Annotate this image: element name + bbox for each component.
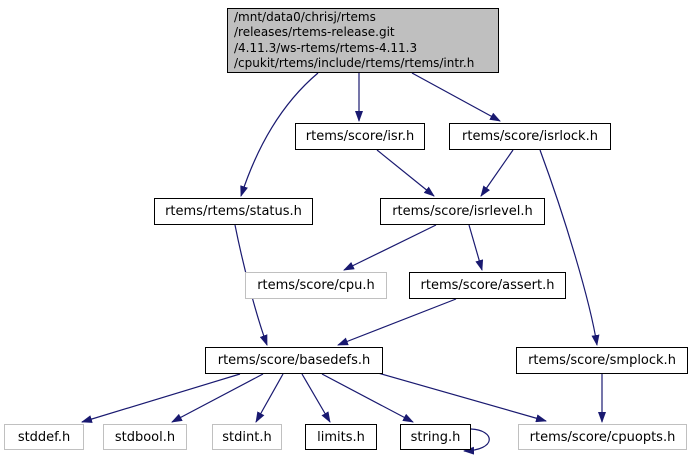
node-cpuopts-h: rtems/score/cpuopts.h (518, 424, 687, 450)
edge-string-self-loop (463, 428, 490, 455)
edge-assert-to-basedefs (337, 298, 457, 346)
edge-basedefs-to-stddef (81, 373, 241, 423)
node-smplock-h[interactable]: rtems/score/smplock.h (516, 347, 688, 374)
edge-intr-to-status (240, 72, 319, 197)
edge-isrlock-to-isrlevel (480, 149, 514, 197)
edge-basedefs-to-string (321, 373, 414, 423)
node-intr-h-root: /mnt/data0/chrisj/rtems /releases/rtems-… (227, 8, 499, 73)
edge-isrlevel-to-cpu (343, 224, 437, 271)
edge-basedefs-to-limits (301, 373, 331, 423)
edge-basedefs-to-stdint (255, 373, 284, 423)
node-stddef-h: stddef.h (4, 424, 84, 450)
node-status-h[interactable]: rtems/rtems/status.h (154, 198, 313, 225)
node-cpu-h: rtems/score/cpu.h (245, 272, 387, 299)
node-isr-h[interactable]: rtems/score/isr.h (295, 123, 425, 150)
node-stdbool-h: stdbool.h (103, 424, 187, 450)
edge-basedefs-to-cpuopts (377, 372, 547, 423)
node-basedefs-h[interactable]: rtems/score/basedefs.h (205, 347, 383, 374)
node-isrlevel-h[interactable]: rtems/score/isrlevel.h (380, 198, 545, 225)
edge-isrlock-to-smplock (539, 149, 600, 346)
node-string-h[interactable]: string.h (400, 424, 471, 450)
edge-isr-to-isrlevel (376, 149, 435, 197)
edge-isrlevel-to-assert (468, 224, 484, 271)
edge-basedefs-to-stdbool (171, 373, 264, 423)
node-isrlock-h[interactable]: rtems/score/isrlock.h (449, 123, 611, 150)
node-stdint-h: stdint.h (212, 424, 282, 450)
edge-intr-to-isrlock (411, 72, 501, 122)
node-assert-h[interactable]: rtems/score/assert.h (409, 272, 566, 299)
node-limits-h[interactable]: limits.h (305, 424, 377, 450)
